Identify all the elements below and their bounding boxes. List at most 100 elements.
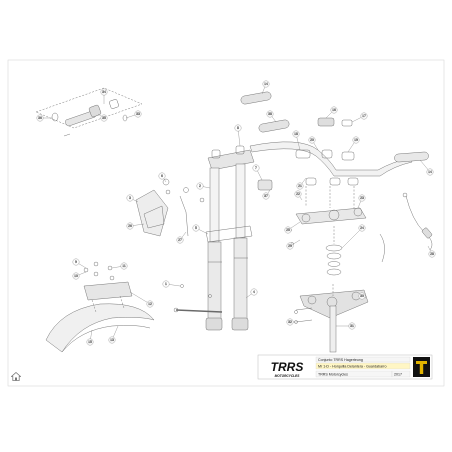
svg-text:33: 33 [136,112,140,116]
svg-text:20: 20 [310,138,314,142]
svg-text:32: 32 [288,320,292,324]
callout-15: 15 [86,329,94,346]
callout-2: 2 [196,182,211,190]
svg-text:23: 23 [360,196,364,200]
callout-25: 25 [284,221,301,234]
callout-17: 17 [351,112,368,123]
callout-16: 16 [325,106,338,119]
callout-6: 6 [158,172,167,183]
handlebar [240,91,429,210]
callout-32: 32 [286,318,296,326]
svg-text:7: 7 [255,166,257,170]
svg-text:16: 16 [332,108,336,112]
callout-3: 3 [126,194,139,203]
svg-text:37: 37 [264,194,268,198]
home-button[interactable] [10,368,22,381]
svg-text:22: 22 [296,192,300,196]
svg-text:9: 9 [75,260,77,264]
svg-text:26: 26 [128,224,132,228]
callout-31: 31 [336,322,356,330]
svg-text:11: 11 [122,264,126,268]
home-icon [10,371,22,381]
svg-text:2: 2 [199,184,201,188]
svg-text:19: 19 [354,138,358,142]
callout-20: 20 [308,136,319,151]
callout-7: 7 [252,164,263,181]
title-year: 2017 [394,372,402,376]
callout-5: 5 [192,224,209,235]
svg-text:15: 15 [88,340,92,344]
callout-14a: 14 [261,80,270,95]
svg-text:27: 27 [178,238,182,242]
svg-text:21: 21 [298,184,302,188]
svg-text:14: 14 [264,82,268,86]
callout-34: 34 [100,88,108,104]
callout-8: 8 [234,124,242,147]
callout-22: 22 [294,190,303,201]
svg-text:28: 28 [430,252,434,256]
svg-text:35: 35 [102,116,106,120]
callout-21: 21 [296,177,307,190]
svg-text:17: 17 [362,114,366,118]
callout-13: 13 [108,325,119,344]
callout-14b: 14 [419,159,434,176]
callout-10: 10 [72,271,87,280]
svg-text:14: 14 [428,170,432,174]
svg-text:13: 13 [110,338,114,342]
svg-text:30: 30 [360,294,364,298]
svg-text:5: 5 [195,226,197,230]
title-line-2: Mr 1-D - Horquilla Delantera - Guardabar… [318,365,387,369]
drawing-frame [7,59,445,387]
svg-text:36: 36 [38,116,42,120]
svg-text:38: 38 [268,112,272,116]
lower-triple-clamp [295,284,369,353]
svg-text:10: 10 [74,274,78,278]
callout-1: 1 [162,280,181,288]
svg-text:25: 25 [286,228,290,232]
front-fender [45,261,155,353]
callout-28: 28 [427,245,436,258]
svg-text:12: 12 [148,302,152,306]
svg-text:8: 8 [237,126,239,130]
callout-11: 11 [111,262,128,270]
trrs-emblem [413,357,430,377]
svg-text:34: 34 [102,90,106,94]
callout-18: 18 [292,130,301,151]
front-fork [173,145,255,331]
grip-inset [35,87,143,137]
callout-9: 9 [72,258,87,269]
callout-23: 23 [357,194,366,209]
headlight-bracket [135,178,273,237]
callout-19: 19 [347,136,360,153]
svg-text:29: 29 [288,244,292,248]
callout-37: 37 [262,189,271,200]
svg-text:6: 6 [161,174,163,178]
title-line-1: Conjunto TRRS Hagerteung [318,358,363,362]
callout-36: 36 [36,114,52,122]
svg-text:18: 18 [294,132,298,136]
callout-12: 12 [129,291,154,308]
throttle-cable [379,192,433,263]
upper-triple-clamp [295,207,367,276]
callout-29: 29 [286,239,301,250]
svg-text:31: 31 [350,324,354,328]
callout-24: 24 [341,224,366,249]
svg-text:4: 4 [253,290,255,294]
callout-4: 4 [245,288,258,299]
callout-33: 33 [125,110,142,119]
callout-35: 35 [97,113,108,122]
svg-text:24: 24 [360,226,364,230]
logo-area [260,357,314,377]
svg-text:3: 3 [129,196,131,200]
callout-38: 38 [266,110,277,123]
callout-26: 26 [126,222,145,230]
parts-linework [35,87,433,353]
callout-layer: 14 14 6 3 7 26 2 27 22 23 24 28 9 10 11 … [36,80,436,346]
title-block: TRRS MOTORCYCLES Conjunto TRRS Hagerteun… [257,354,433,380]
title-line-3: TRRS Motorcycles [318,372,348,376]
logo-subtext: MOTORCYCLES [275,374,301,378]
callout-30: 30 [358,292,367,300]
logo-text: TRRS [271,360,304,374]
callout-27: 27 [176,231,187,244]
